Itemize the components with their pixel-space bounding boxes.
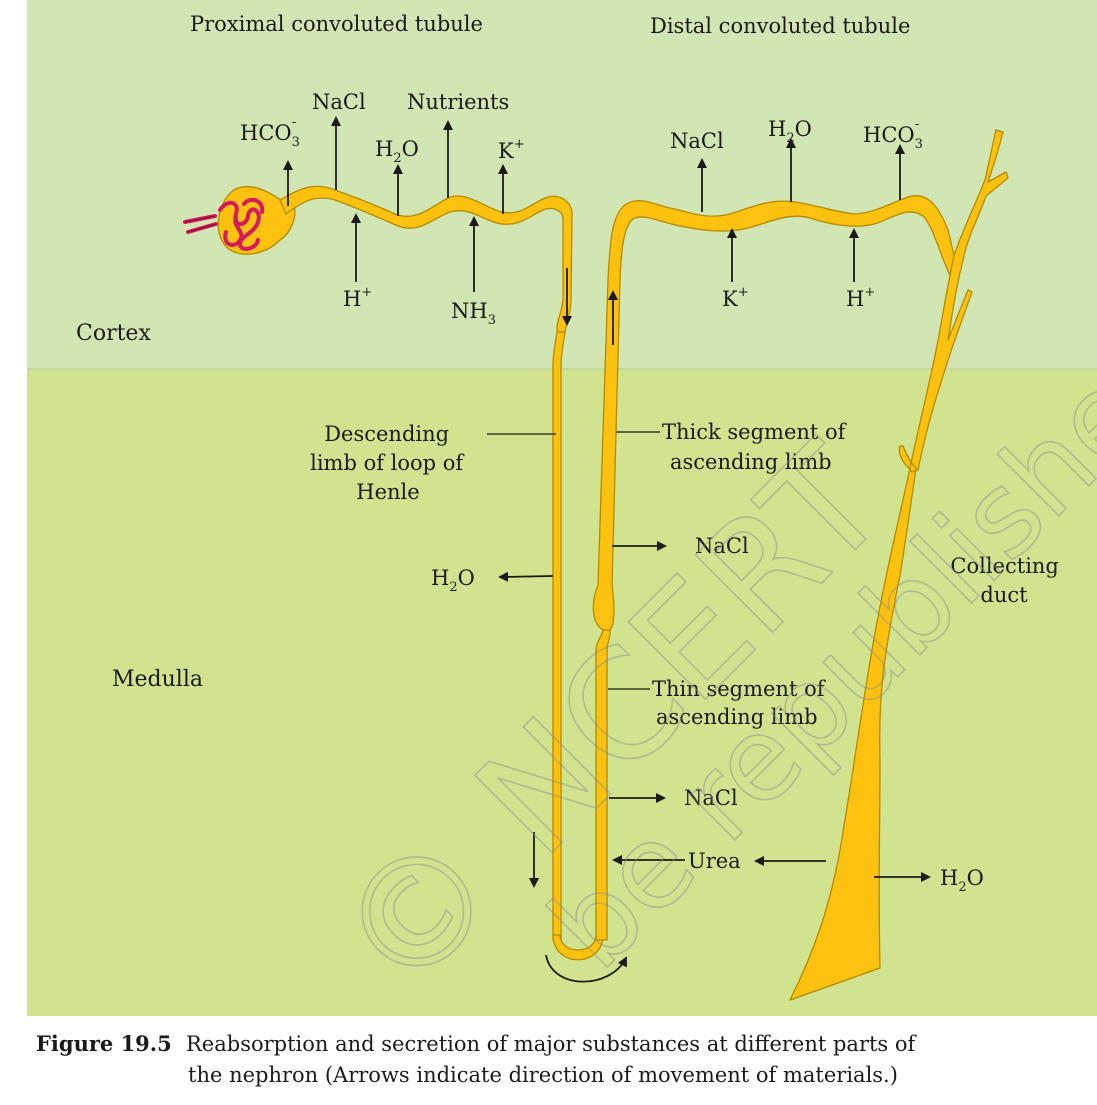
dct-hco3-label: HCO3- (863, 117, 923, 152)
dct-title: Distal convoluted tubule (650, 14, 910, 38)
dct-k-label: K+ (722, 285, 749, 311)
pct-k-label: K+ (498, 137, 525, 163)
loop-h2o-label: H2O (431, 566, 475, 595)
pct-h-label: H+ (343, 285, 372, 311)
thin-segment-label: Thin segment of ascending limb (652, 677, 831, 729)
pct-hco3-label: HCO3- (240, 115, 300, 150)
thick-nacl-label: NaCl (695, 534, 749, 558)
loop-turn-arrow (545, 954, 627, 983)
dct-nacl-label: NaCl (670, 129, 724, 153)
medulla-label: Medulla (112, 667, 203, 692)
caption-line2: the nephron (Arrows indicate direction o… (188, 1063, 898, 1087)
thick-segment-label: Thick segment of ascending limb (662, 420, 852, 474)
figure-caption: Figure 19.5 Reabsorption and secretion of… (36, 1028, 1086, 1091)
glomerulus-vessels (184, 215, 217, 233)
dct-h2o-label: H2O (768, 117, 812, 146)
thin-nacl-label: NaCl (684, 786, 738, 810)
medulla-region (27, 369, 1097, 1016)
collecting-duct-label: Collecting duct (950, 554, 1065, 607)
pct-nacl-label: NaCl (312, 90, 366, 114)
descending-limb-label: Descending limb of loop of Henle (310, 422, 470, 504)
pct-h2o-label: H2O (375, 137, 419, 166)
pct-title: Proximal convoluted tubule (190, 12, 483, 36)
dct-h-label: H+ (846, 285, 875, 311)
loop-h2o-arrow (498, 571, 554, 582)
duct-h2o-label: H2O (940, 866, 984, 895)
nephron-tubule (217, 129, 1009, 1001)
collecting-duct (789, 129, 1009, 1001)
figure-number: Figure 19.5 (36, 1031, 172, 1056)
pct-nutrients-label: Nutrients (407, 90, 509, 114)
cortex-label: Cortex (76, 321, 151, 346)
pct-nh3-label: NH3 (451, 299, 496, 328)
urea-label: Urea (688, 849, 741, 873)
caption-line1: Reabsorption and secretion of major subs… (186, 1032, 916, 1056)
